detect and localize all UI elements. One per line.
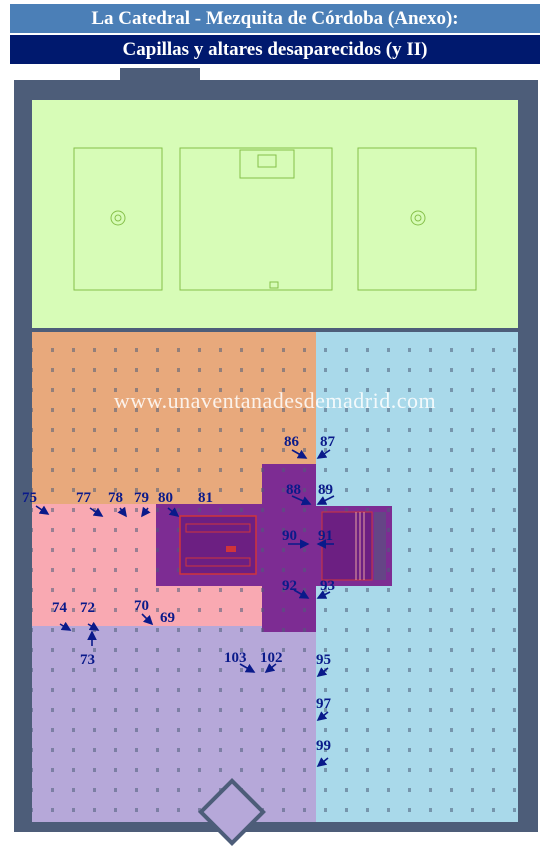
label-69: 69 — [160, 610, 175, 626]
label-arrows — [35, 449, 335, 767]
label-87: 87 — [320, 434, 336, 450]
label-95: 95 — [316, 652, 331, 668]
label-74: 74 — [52, 600, 68, 616]
label-81: 81 — [198, 490, 213, 506]
label-70: 70 — [134, 598, 149, 614]
label-89: 89 — [318, 482, 333, 498]
label-73: 73 — [80, 652, 95, 668]
label-79: 79 — [134, 490, 149, 506]
watermark: www.unaventanadesdemadrid.com — [114, 388, 436, 413]
cathedral-details — [179, 511, 386, 581]
courtyard-patio — [32, 100, 518, 328]
map-title: La Catedral - Mezquita de Córdoba (Anexo… — [10, 4, 540, 33]
label-86: 86 — [284, 434, 300, 450]
label-77: 77 — [76, 490, 92, 506]
label-80: 80 — [158, 490, 173, 506]
label-103: 103 — [224, 650, 247, 666]
north-tower — [120, 68, 200, 98]
label-99: 99 — [316, 738, 331, 754]
label-90: 90 — [282, 528, 297, 544]
label-102: 102 — [260, 650, 283, 666]
label-72: 72 — [80, 600, 95, 616]
column-grid — [32, 332, 518, 822]
label-75: 75 — [22, 490, 37, 506]
label-92: 92 — [282, 578, 297, 594]
chapel-labels: 75 77 78 79 80 81 86 87 88 89 90 91 92 9… — [22, 434, 336, 754]
map-subtitle: Capillas y altares desaparecidos (y II) — [10, 35, 540, 64]
label-91: 91 — [318, 528, 333, 544]
label-97: 97 — [316, 696, 332, 712]
mihrab-octagon — [198, 778, 266, 846]
label-88: 88 — [286, 482, 301, 498]
label-78: 78 — [108, 490, 123, 506]
label-93: 93 — [320, 578, 335, 594]
courtyard-gardens — [73, 147, 477, 291]
